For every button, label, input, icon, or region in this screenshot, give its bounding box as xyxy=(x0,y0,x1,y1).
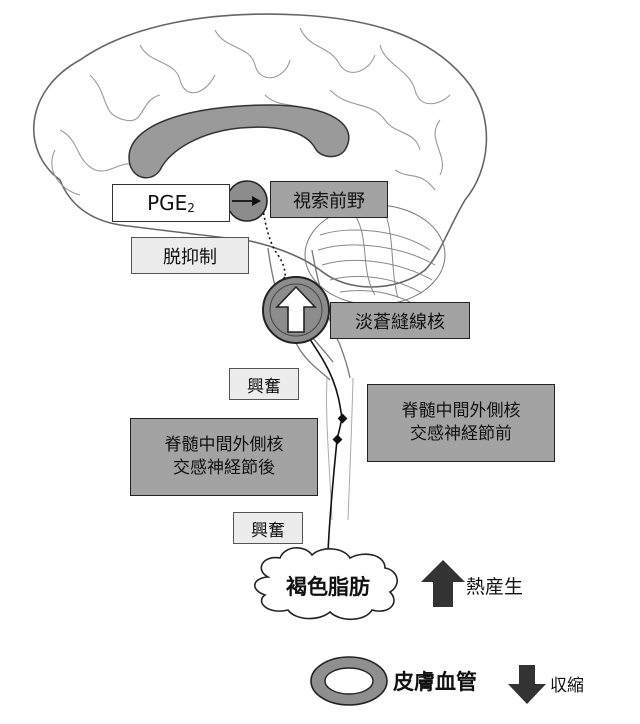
pge2-arrow-icon xyxy=(232,196,261,206)
iml-post-line2: 交感神経節後 xyxy=(173,458,275,478)
disinhibition-label: 脱抑制 xyxy=(131,237,249,274)
raphe-label: 淡蒼縫線核 xyxy=(330,302,470,339)
skin-vessel-lumen xyxy=(324,667,374,695)
skin-vessel-label: 皮膚血管 xyxy=(393,670,477,694)
iml-post-line1: 脊髄中間外側核 xyxy=(164,435,284,456)
thermogenesis-up-arrow-icon xyxy=(421,560,465,607)
iml-pre-line1: 脊髄中間外側核 xyxy=(401,401,521,422)
spinal-cord xyxy=(326,377,354,521)
synapse-marker-mid xyxy=(332,434,343,445)
raphe-up-arrow-icon xyxy=(275,285,317,333)
constriction-down-arrow-icon xyxy=(508,665,546,704)
corpus-callosum xyxy=(128,104,350,179)
thermogenesis-label: 熱産生 xyxy=(466,575,524,598)
brain-gyri xyxy=(51,27,451,196)
pge2-main-text: PGE xyxy=(147,191,188,215)
excite-upper-label: 興奮 xyxy=(229,368,299,400)
brown-fat-label: 褐色脂肪 xyxy=(286,575,370,599)
brown-fat-cloud xyxy=(254,547,398,621)
synapse-marker-upper xyxy=(337,413,348,424)
brain-outline xyxy=(32,13,488,288)
iml-preganglionic-label: 脊髄中間外側核 交感神経節前 xyxy=(367,384,555,462)
constriction-label: 収縮 xyxy=(550,675,584,696)
pge2-subscript: 2 xyxy=(187,201,195,215)
excite-lower-label: 興奮 xyxy=(233,512,303,544)
iml-postganglionic-label: 脊髄中間外側核 交感神経節後 xyxy=(130,418,318,496)
poa-label: 視索前野 xyxy=(270,181,388,218)
iml-pre-line2: 交感神経節前 xyxy=(410,424,512,444)
cerebellum xyxy=(304,204,446,306)
